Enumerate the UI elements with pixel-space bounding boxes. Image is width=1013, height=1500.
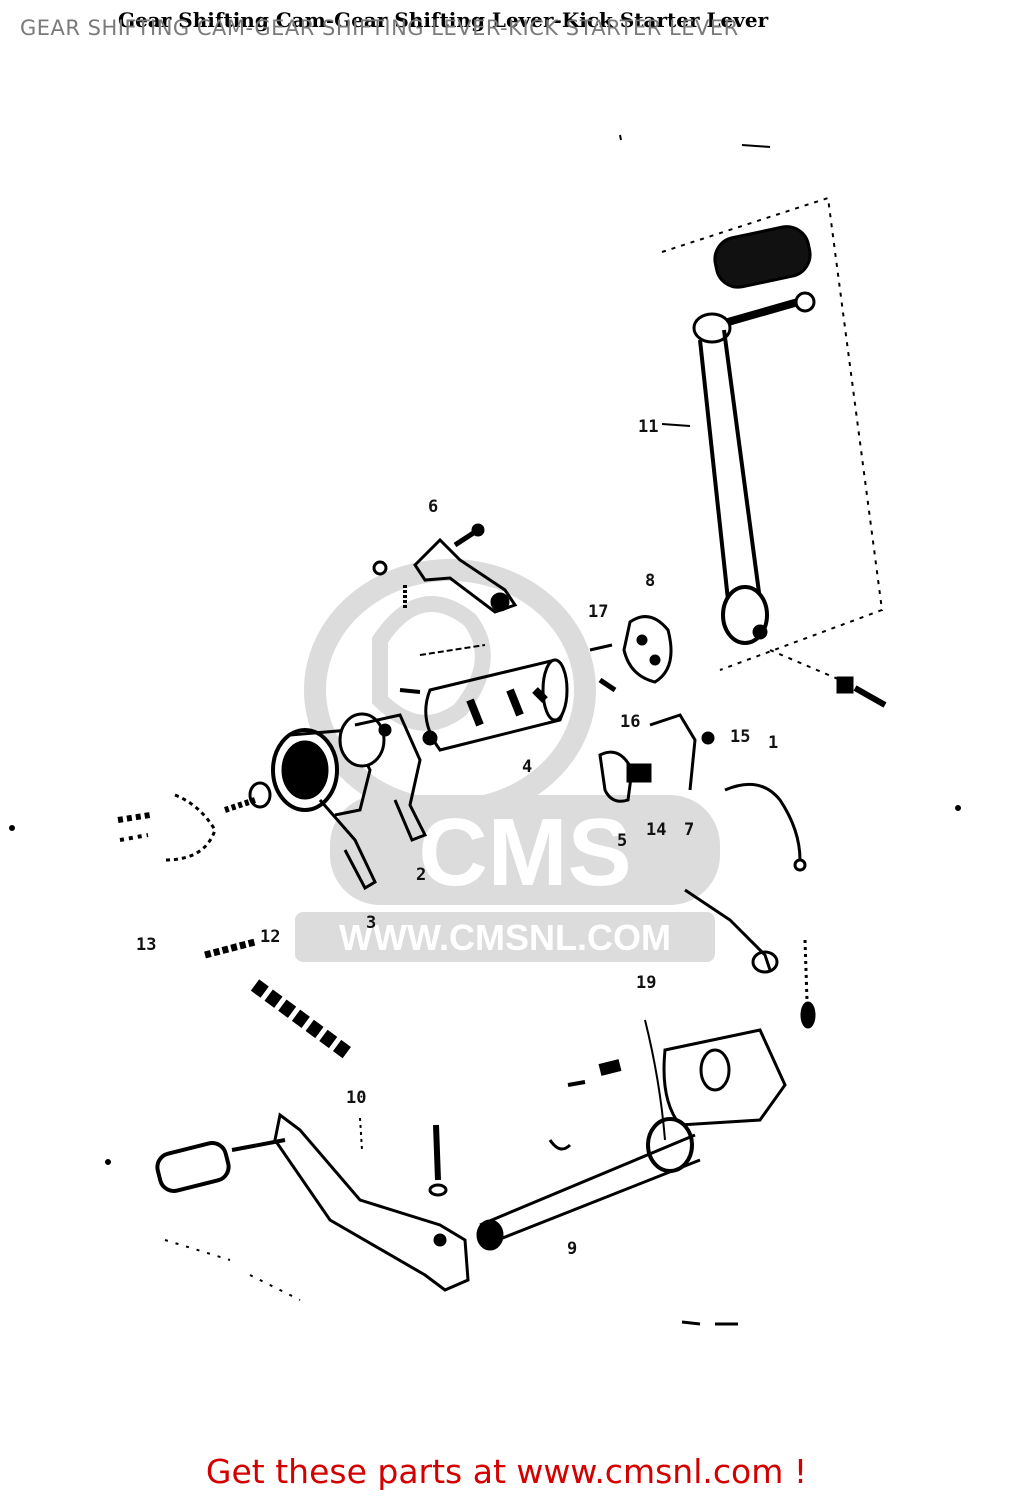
callout-6: 6 [428, 497, 438, 517]
part-11-kick-starter-assembly [661, 196, 887, 708]
callout-10: 10 [346, 1088, 366, 1108]
original-diagram-title: Gear Shifting Cam-Gear Shifting Lever-Ki… [118, 8, 769, 32]
callout-3: 3 [366, 913, 376, 933]
callout-16: 16 [620, 712, 640, 732]
callout-19: 19 [636, 973, 656, 993]
dashed-group-outline [661, 196, 884, 671]
part-2-3-shift-forks [271, 712, 428, 891]
part-5-7-14-15-16-stopper-group [598, 677, 807, 872]
part-12-13-chain [204, 938, 355, 1061]
watermark-logo-mark [372, 596, 491, 731]
callout-17: 17 [588, 602, 608, 622]
callout-13: 13 [136, 935, 156, 955]
part-4-shifting-cam [399, 644, 569, 752]
watermark-url: WWW.CMSNL.COM [339, 917, 671, 958]
left-detent-parts [117, 781, 272, 862]
page-title: GEAR SHIFTING CAM-GEAR SHIFTING LEVER-KI… [20, 16, 739, 40]
buy-parts-cta: Get these parts at www.cmsnl.com ! [0, 1452, 1013, 1491]
part-19-gear-shifting-shaft [476, 888, 816, 1251]
callout-9: 9 [567, 1239, 577, 1259]
scan-artifacts [9, 134, 961, 1326]
callout-5: 5 [617, 831, 627, 851]
callout-11: 11 [638, 417, 658, 437]
callout-7: 7 [684, 820, 694, 840]
callout-labels: 1 2 3 4 5 6 7 8 9 10 11 12 13 14 15 16 1… [136, 417, 778, 1259]
callout-11-leader [661, 423, 691, 427]
cta-link[interactable]: Get these parts at www.cmsnl.com ! [205, 1452, 808, 1491]
callout-4: 4 [522, 757, 532, 777]
part-8-cam-plate [589, 615, 673, 684]
watermark-url-band [295, 912, 715, 962]
callout-12: 12 [260, 927, 280, 947]
watermark-cms-badge [330, 795, 720, 905]
callout-8: 8 [645, 571, 655, 591]
callout-15: 15 [730, 727, 750, 747]
part-10-gear-change-lever [155, 1112, 470, 1301]
cms-watermark: CMS WWW.CMSNL.COM [295, 559, 720, 962]
kick-pedal-rubber [713, 225, 812, 289]
callout-14: 14 [646, 820, 666, 840]
part-6-stopper-arm [372, 523, 518, 614]
callout-2: 2 [416, 865, 426, 885]
watermark-brand: CMS [418, 799, 631, 906]
callout-1: 1 [768, 733, 778, 753]
